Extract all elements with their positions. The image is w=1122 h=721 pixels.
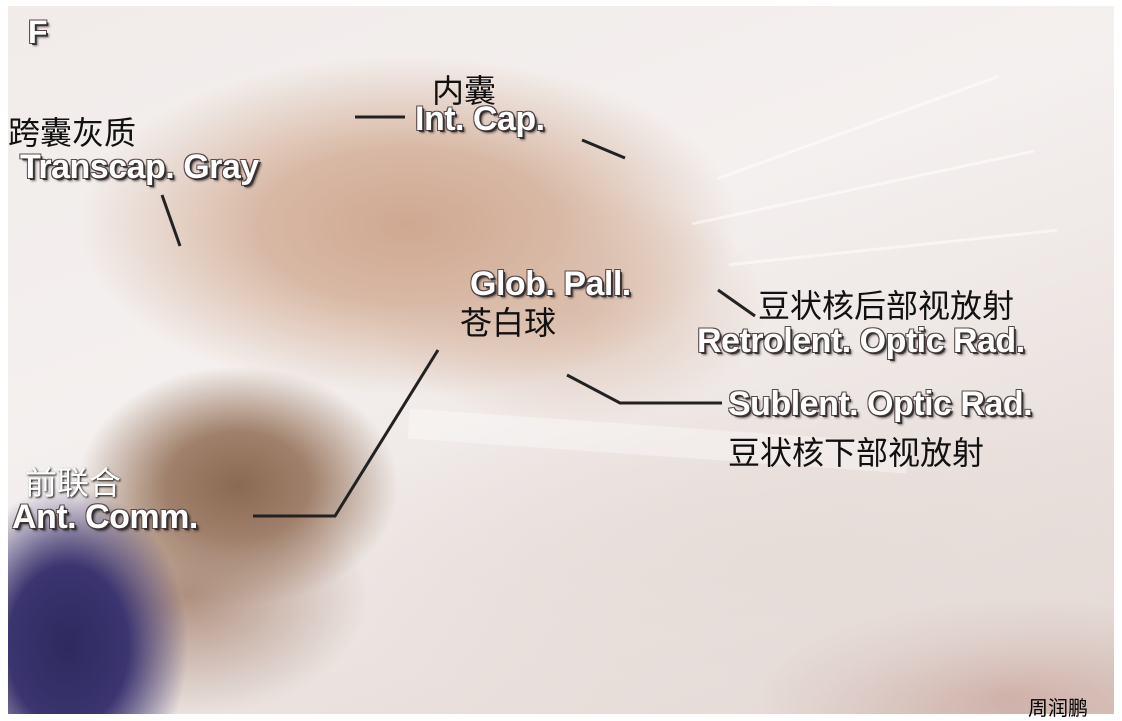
- panel-letter: F: [28, 14, 48, 50]
- transcap-gray-leader-line: [160, 194, 182, 247]
- int-cap-label-en: Int. Cap.: [415, 100, 545, 138]
- anatomical-photo: [8, 6, 1114, 714]
- ant-comm-label-en: Ant. Comm.: [12, 498, 198, 536]
- sublent-label-en: Sublent. Optic Rad.: [728, 385, 1033, 423]
- author-signature: 周润鹏: [1028, 696, 1088, 720]
- retrolent-label-en: Retrolent. Optic Rad.: [697, 322, 1025, 360]
- ant-comm-label-zh: 前联合: [25, 464, 122, 502]
- retrolent-label-zh: 豆状核后部视放射: [758, 287, 1015, 325]
- ant-comm-leader-line: [253, 349, 440, 518]
- glob-pall-label-zh: 苍白球: [460, 304, 557, 342]
- sublent-leader-line: [566, 373, 722, 405]
- transcap-gray-label-zh: 跨囊灰质: [8, 114, 137, 152]
- sublent-label-zh: 豆状核下部视放射: [728, 434, 985, 472]
- glob-pall-label-en: Glob. Pall.: [470, 265, 631, 303]
- transcap-gray-label-en: Transcap. Gray: [20, 148, 259, 186]
- int-cap-label-zh: 内囊: [432, 72, 497, 110]
- retrolent-leader-line: [717, 288, 756, 318]
- int-cap-leader-line-2: [581, 138, 626, 160]
